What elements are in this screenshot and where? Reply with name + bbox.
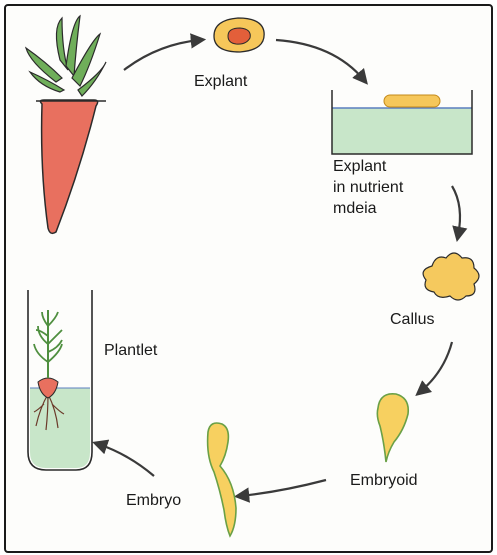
- embryo-icon: [208, 423, 236, 536]
- arrow-embryoid-to-embryo: [240, 480, 326, 496]
- label-explant-in-media: Explant in nutrient mdeia: [333, 156, 403, 219]
- label-embryo: Embryo: [126, 490, 181, 511]
- embryoid-icon: [377, 394, 408, 462]
- callus-icon: [423, 253, 479, 300]
- label-plantlet: Plantlet: [104, 340, 157, 361]
- explant-slice-icon: [214, 18, 264, 52]
- label-embryoid: Embryoid: [350, 470, 418, 491]
- label-explant: Explant: [194, 71, 247, 92]
- arrow-callus-to-embryoid: [420, 342, 452, 392]
- carrot-icon: [26, 16, 106, 233]
- arrow-embryo-to-plantlet: [98, 444, 154, 476]
- culture-dish-icon: [332, 90, 472, 154]
- arrow-explant-to-media: [276, 40, 364, 80]
- label-callus: Callus: [390, 309, 434, 330]
- arrow-media-to-callus: [452, 186, 460, 236]
- test-tube-plantlet-icon: [28, 290, 92, 470]
- arrow-carrot-to-explant: [124, 40, 200, 70]
